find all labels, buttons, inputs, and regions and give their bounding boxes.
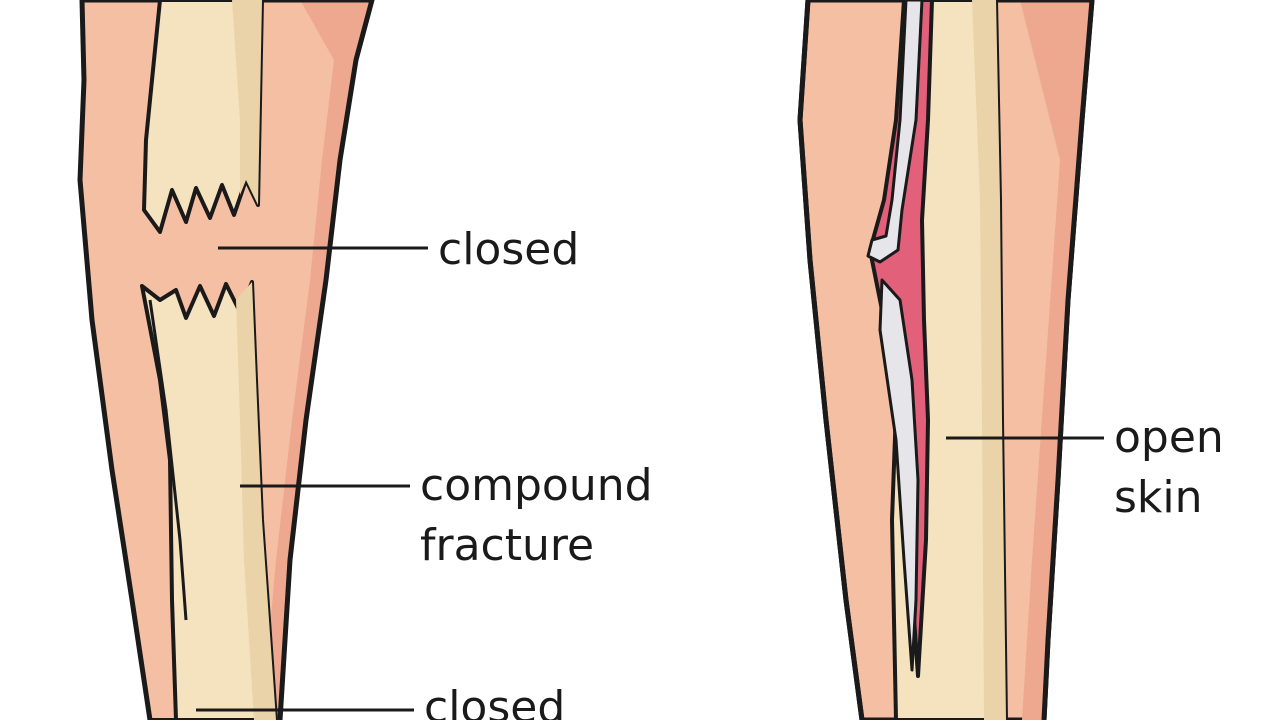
label-closed-top: closed — [438, 224, 580, 275]
left-leg-skin-shade — [262, 0, 372, 720]
label-open-line2: skin — [1114, 472, 1203, 523]
exposed-bone — [866, 0, 924, 264]
label-compound-line2: fracture — [420, 520, 595, 571]
label-open-line1: open — [1114, 412, 1224, 463]
label-open-skin: open skin — [1114, 408, 1224, 528]
label-compound-line1: compound — [420, 460, 653, 511]
label-closed-bottom: closed — [424, 682, 566, 720]
label-compound-fracture: compound fracture — [420, 456, 653, 576]
